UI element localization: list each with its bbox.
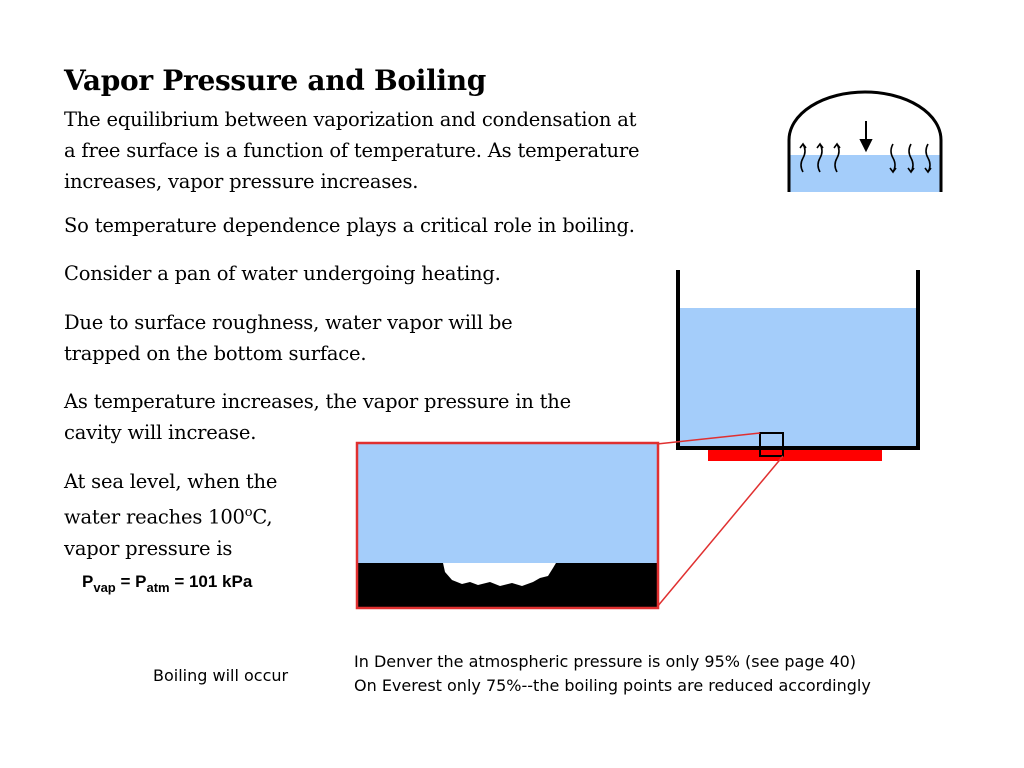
heated-pan-illustration xyxy=(676,270,920,461)
paragraph-equilibrium: The equilibrium between vaporization and… xyxy=(64,104,640,197)
pan-water xyxy=(680,308,916,446)
paragraph-pan: Consider a pan of water undergoing heati… xyxy=(64,258,501,289)
pan-bottom-surface xyxy=(358,563,657,607)
paragraph-line: As temperature increases, the vapor pres… xyxy=(64,390,571,413)
paragraph-line: cavity will increase. xyxy=(64,421,257,444)
vapor-pressure-formula: Pvap = Patm = 101 kPa xyxy=(82,572,252,595)
degree-sup: o xyxy=(244,505,253,520)
paragraph-line: trapped on the bottom surface. xyxy=(64,342,367,365)
paragraph-line: Consider a pan of water undergoing heati… xyxy=(64,262,501,285)
paragraph-line: water reaches 100oC, xyxy=(64,497,277,533)
condensation-arrow xyxy=(859,121,873,153)
zoom-lines xyxy=(656,432,784,608)
paragraph-line: Due to surface roughness, water vapor wi… xyxy=(64,311,513,334)
sea-level-unit: C, xyxy=(252,505,273,529)
dome-outline xyxy=(787,90,943,192)
evaporation-arrows xyxy=(799,142,841,173)
formula-sub-atm: atm xyxy=(146,580,170,595)
paragraph-line: a free surface is a function of temperat… xyxy=(64,139,640,162)
cavity-zoom-illustration xyxy=(355,441,660,610)
paragraph-temperature-dependence: So temperature dependence plays a critic… xyxy=(64,210,635,241)
formula-p: P xyxy=(82,572,94,591)
zoom-frame xyxy=(355,441,660,610)
slide-title: Vapor Pressure and Boiling xyxy=(64,64,487,97)
heater-element xyxy=(708,450,882,461)
paragraph-sea-level: At sea level, when the water reaches 100… xyxy=(64,466,277,564)
dome-water xyxy=(789,155,941,192)
paragraph-line: At sea level, when the xyxy=(64,470,278,493)
closed-container-icon xyxy=(787,90,943,192)
boiling-caption: Boiling will occur xyxy=(153,666,289,685)
note-line: On Everest only 75%--the boiling points … xyxy=(354,676,871,695)
zoom-region-box xyxy=(759,432,784,457)
pan-outline xyxy=(676,270,920,450)
formula-sub-vap: vap xyxy=(93,580,116,595)
formula-value: = 101 kPa xyxy=(169,572,253,591)
paragraph-line: vapor pressure is xyxy=(64,536,233,560)
paragraph-line: The equilibrium between vaporization and… xyxy=(64,108,637,131)
paragraph-roughness: Due to surface roughness, water vapor wi… xyxy=(64,307,513,369)
zoom-water xyxy=(358,444,657,563)
sea-level-text: water reaches 100 xyxy=(64,505,245,529)
notes-block: In Denver the atmospheric pressure is on… xyxy=(354,650,871,698)
paragraph-line: increases, vapor pressure increases. xyxy=(64,170,419,193)
paragraph-cavity: As temperature increases, the vapor pres… xyxy=(64,386,571,448)
condensation-squiggles xyxy=(889,143,932,174)
formula-eq: = P xyxy=(115,572,147,591)
paragraph-line: So temperature dependence plays a critic… xyxy=(64,214,635,237)
note-line: In Denver the atmospheric pressure is on… xyxy=(354,652,857,671)
